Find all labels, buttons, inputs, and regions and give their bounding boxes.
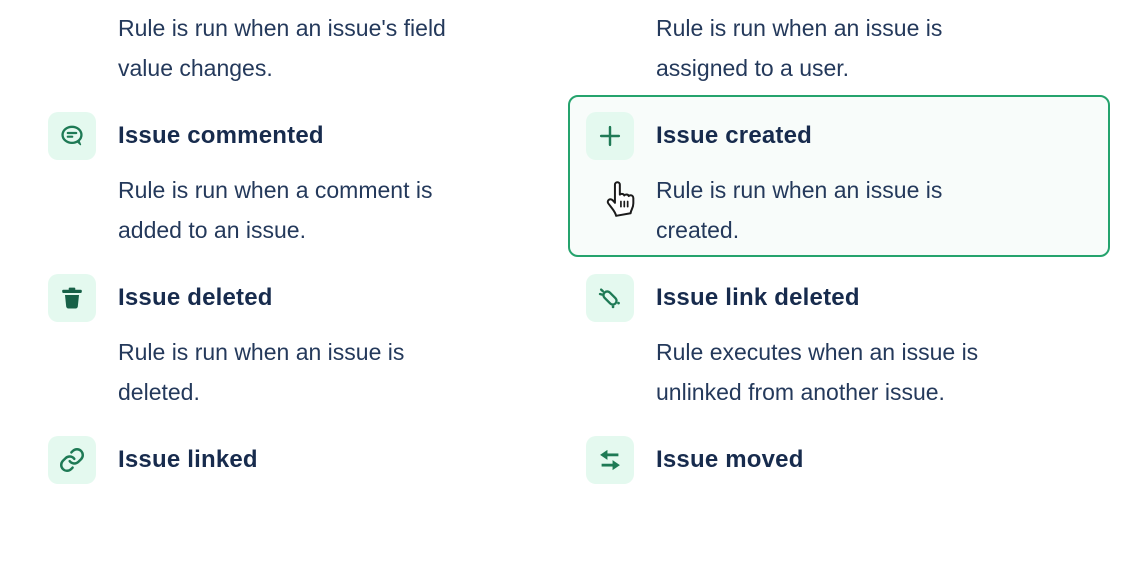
link-icon <box>58 446 86 474</box>
trigger-title: Issue created <box>656 122 813 149</box>
trigger-icon-tile <box>586 436 634 484</box>
trigger-icon-tile <box>48 436 96 484</box>
trigger-icon-tile <box>48 112 96 160</box>
plus-icon <box>596 122 624 150</box>
trigger-title: Issue commented <box>118 122 324 149</box>
trigger-card-issue-moved[interactable]: Issue moved <box>568 419 1110 581</box>
trigger-icon-tile <box>586 274 634 322</box>
trigger-card-header: Issue linked <box>48 436 550 484</box>
broken-link-icon <box>596 284 624 312</box>
trigger-card-header: Issue deleted <box>48 274 550 322</box>
trigger-icon-tile <box>586 112 634 160</box>
trigger-card-issue-deleted[interactable]: Issue deleted Rule is run when an issue … <box>30 257 568 419</box>
trigger-card[interactable]: Rule is run when an issue's field value … <box>30 0 568 95</box>
trigger-description: Rule is run when an issue is created. <box>656 177 943 243</box>
trigger-card-header: Issue moved <box>586 436 1092 484</box>
trigger-card-issue-linked[interactable]: Issue linked <box>30 419 568 581</box>
trigger-description: Rule is run when an issue is deleted. <box>118 339 405 405</box>
trigger-title: Issue link deleted <box>656 284 860 311</box>
trigger-title: Issue moved <box>656 446 804 473</box>
trigger-title: Issue linked <box>118 446 258 473</box>
trigger-icon-tile <box>48 274 96 322</box>
trigger-card-header: Issue created <box>586 112 1092 160</box>
trigger-card-issue-link-deleted[interactable]: Issue link deleted Rule executes when an… <box>568 257 1110 419</box>
trigger-description: Rule is run when an issue's field value … <box>118 15 446 81</box>
trigger-description: Rule executes when an issue is unlinked … <box>656 339 979 405</box>
trash-icon <box>58 284 86 312</box>
trigger-description: Rule is run when a comment is added to a… <box>118 177 433 243</box>
trigger-description: Rule is run when an issue is assigned to… <box>656 15 943 81</box>
trigger-card-header: Issue link deleted <box>586 274 1092 322</box>
trigger-card[interactable]: Rule is run when an issue is assigned to… <box>568 0 1110 95</box>
trigger-grid: Rule is run when an issue's field value … <box>30 0 1110 581</box>
trigger-card-issue-commented[interactable]: Issue commented Rule is run when a comme… <box>30 95 568 257</box>
trigger-card-issue-created[interactable]: Issue created Rule is run when an issue … <box>568 95 1110 257</box>
trigger-title: Issue deleted <box>118 284 273 311</box>
moved-icon <box>596 446 624 474</box>
trigger-card-header: Issue commented <box>48 112 550 160</box>
comment-icon <box>58 122 86 150</box>
